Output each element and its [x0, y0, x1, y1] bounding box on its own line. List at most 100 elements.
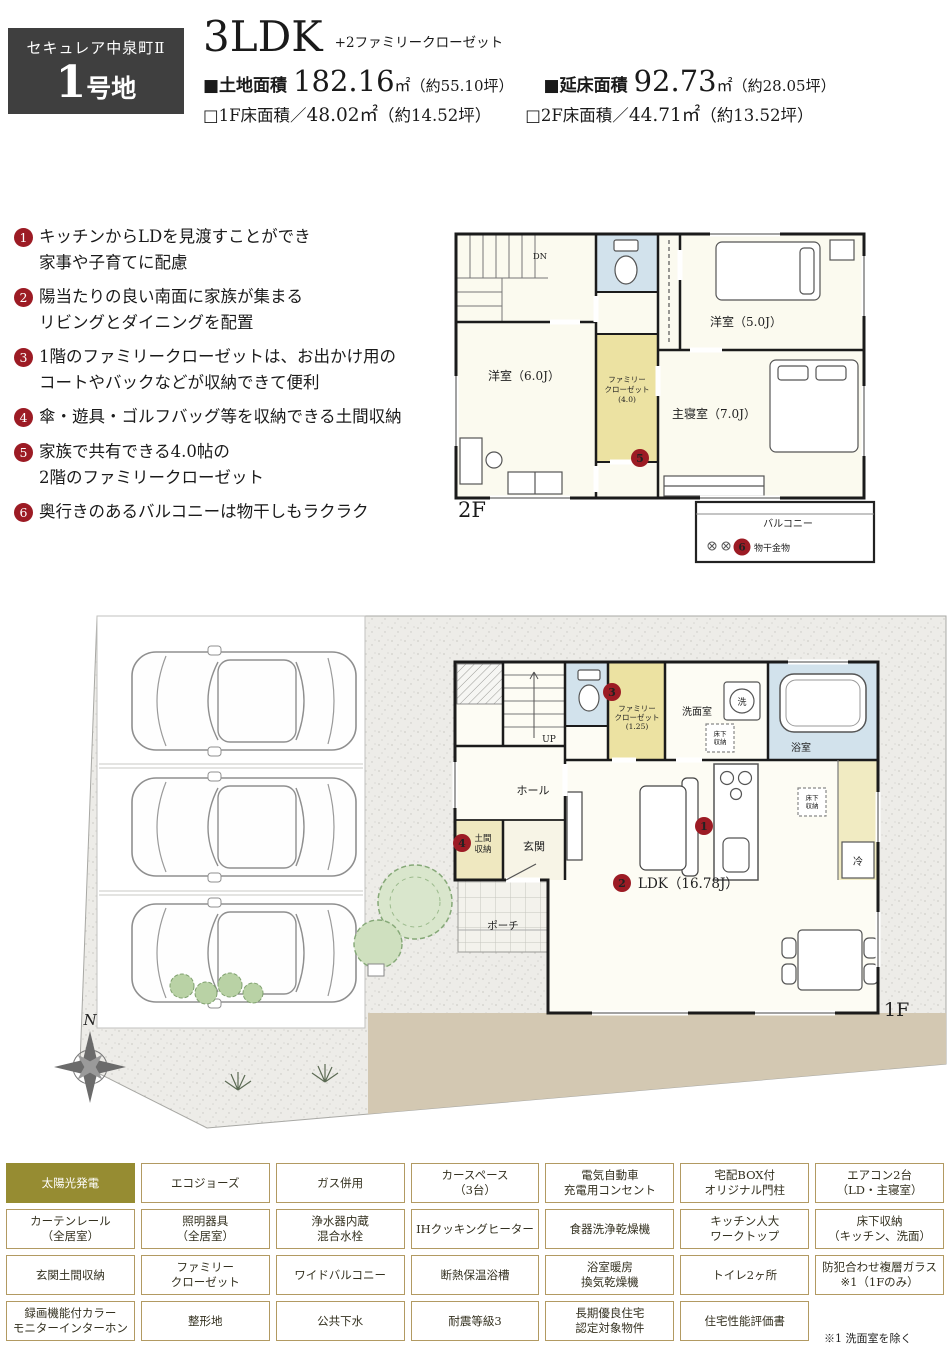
- amenity-tag: 公共下水: [275, 1301, 405, 1341]
- feature-text: 陽当たりの良い南面に家族が集まる リビングとダイニングを配置: [39, 287, 303, 332]
- svg-text:(1.25): (1.25): [626, 722, 649, 731]
- svg-text:5: 5: [636, 452, 644, 465]
- feature-item: 2 陽当たりの良い南面に家族が集まる リビングとダイニングを配置: [14, 284, 454, 335]
- sofa-seat: [639, 785, 687, 871]
- svg-text:ファミリー: ファミリー: [608, 375, 646, 384]
- land-area-value: 182.16: [293, 64, 395, 98]
- feature-item: 1 キッチンからLDを見渡すことができ 家事や子育てに配慮: [14, 224, 454, 275]
- svg-text:土間: 土間: [474, 833, 491, 844]
- hatched-void: [456, 663, 504, 705]
- floor-storage-label: 床下 収納: [714, 729, 728, 746]
- svg-text:2: 2: [618, 877, 626, 890]
- feature-item: 3 1階のファミリークローゼットは、お出かけ用の コートやバックなどが収納できて便…: [14, 344, 454, 395]
- toilet-icon: [578, 684, 600, 712]
- amenity-tag: 食器洗浄乾燥機: [545, 1209, 675, 1249]
- porch-tiles: [457, 879, 549, 953]
- floor-label-1f: 1F: [884, 999, 909, 1021]
- burner-icon: [729, 787, 743, 801]
- svg-text:床下: 床下: [806, 793, 820, 802]
- desk-icon: [459, 437, 483, 485]
- room-label-yoshitsu6: 洋室（6.0J）: [488, 368, 560, 383]
- land-area-tsubo: （約55.10坪）: [410, 77, 514, 95]
- amenity-tag: 電気自動車 充電用コンセント: [545, 1163, 675, 1203]
- pillow-icon: [815, 365, 847, 381]
- dn-label: DN: [533, 252, 548, 262]
- feature-number-badge: 6: [14, 503, 33, 523]
- balcony-label: バルコニー: [763, 518, 813, 530]
- amenity-tag: ワイドバルコニー: [275, 1255, 405, 1295]
- burner-icon: [719, 770, 735, 786]
- senmen-label: 洗面室: [682, 705, 712, 718]
- svg-text:(4.0): (4.0): [618, 395, 636, 404]
- footnote: ※1 洗面室を除く: [824, 1332, 912, 1345]
- marker-6: 6: [733, 538, 751, 556]
- floor-label-2f: 2F: [458, 498, 486, 522]
- family-closet-1f-label: ファミリー クローゼット (1.25): [615, 704, 660, 731]
- washer-label: 洗: [737, 696, 746, 708]
- room-label-yoshitsu5: 洋室（5.0J）: [710, 314, 782, 329]
- amenity-tag: 録画機能付カラー モニターインターホン: [6, 1301, 135, 1341]
- svg-text:3: 3: [608, 686, 616, 699]
- genkan-floor: [503, 820, 565, 880]
- dining-table: [797, 929, 863, 991]
- feature-number-badge: 2: [14, 288, 33, 308]
- chair-icon: [485, 451, 503, 469]
- amenity-grid: 太陽光発電 エコジョーズ ガス併用 カースペース （3台） 電気自動車 充電用コ…: [6, 1163, 944, 1341]
- lot-number: 1号地: [55, 57, 137, 108]
- svg-text:収納: 収納: [474, 844, 491, 855]
- amenity-tag: 床下収納 （キッチン、洗面）: [815, 1209, 944, 1249]
- amenity-tag: 宅配BOX付 オリジナル門柱: [680, 1163, 810, 1203]
- floorplan-2f: バルコニー 物干金物 6 DN 洋室（5.0J） 洋室（6.0J） 主寝室（7.…: [453, 231, 876, 564]
- pillow-icon: [799, 247, 815, 295]
- f1-area-label: □1F床面積／: [203, 106, 307, 125]
- feature-text: 奥行きのあるバルコニーは物干しもラクラク: [39, 502, 369, 522]
- ldk-label: LDK（16.78J）: [638, 876, 739, 892]
- shrubs: [169, 972, 264, 1005]
- amenity-tag: 耐震等級3: [410, 1301, 540, 1341]
- svg-text:4: 4: [458, 837, 466, 850]
- plan-note: +2ファミリークローゼット: [334, 35, 504, 51]
- sink-icon: [722, 837, 750, 873]
- feature-list: 1 キッチンからLDを見渡すことができ 家事や子育てに配慮 2 陽当たりの良い南面に…: [14, 224, 454, 534]
- feature-number-badge: 3: [14, 348, 33, 368]
- north-label: N: [82, 1011, 97, 1029]
- feature-text: キッチンからLDを見渡すことができ 家事や子育てに配慮: [39, 227, 311, 272]
- svg-text:クローゼット: クローゼット: [605, 384, 650, 394]
- amenity-tag: カーテンレール （全居室）: [6, 1209, 135, 1249]
- amenity-tag: キッチン人大 ワークトップ: [680, 1209, 810, 1249]
- car-icon: [131, 645, 357, 757]
- room-label-shushinshitsu: 主寝室（7.0J）: [672, 406, 756, 421]
- f1-area-value: 48.02㎡: [306, 105, 379, 126]
- amenity-tag: エアコン2台 （LD・主寝室）: [815, 1163, 944, 1203]
- svg-text:床下: 床下: [714, 729, 728, 738]
- amenity-tag: 太陽光発電: [6, 1163, 135, 1203]
- amenity-tag: トイレ2ヶ所: [680, 1255, 810, 1295]
- chair-icon: [781, 963, 797, 985]
- marker-3: 3: [603, 683, 621, 701]
- amenity-tag: ガス併用: [275, 1163, 405, 1203]
- svg-text:クローゼット: クローゼット: [615, 712, 660, 722]
- area-row-main: ■土地面積 182.16 ㎡ （約55.10坪） ■延床面積 92.73 ㎡ （…: [203, 64, 836, 98]
- toilet-icon: [577, 669, 601, 681]
- chair-icon: [781, 937, 797, 959]
- family-closet-2f-room: [596, 334, 658, 462]
- f2-area-value: 44.71㎡: [628, 105, 701, 126]
- svg-text:収納: 収納: [714, 737, 727, 746]
- floor-storage-hatch: [705, 723, 735, 753]
- burner-icon: [737, 770, 753, 786]
- feature-text: 1階のファミリークローゼットは、お出かけ用の コートやバックなどが収納できて便利: [39, 347, 396, 392]
- plan-summary: 3LDK +2ファミリークローゼット ■土地面積 182.16 ㎡ （約55.1…: [203, 16, 923, 127]
- amenity-tag: 浴室暖房 換気乾燥機: [545, 1255, 675, 1295]
- amenity-tag: 住宅性能評価書: [680, 1301, 810, 1341]
- amenity-tag: 防犯合わせ複層ガラス ※1（1Fのみ）: [815, 1255, 944, 1295]
- svg-text:ファミリー: ファミリー: [618, 704, 656, 713]
- bath-label: 浴室: [791, 741, 811, 754]
- marker-4: 4: [453, 834, 471, 852]
- project-name: セキュレア中泉町Ⅱ: [26, 39, 166, 57]
- porch-label: ポーチ: [487, 920, 519, 932]
- road-ground: [368, 1013, 946, 1114]
- family-closet-1f-room: [608, 662, 665, 760]
- feature-number-badge: 1: [14, 228, 33, 247]
